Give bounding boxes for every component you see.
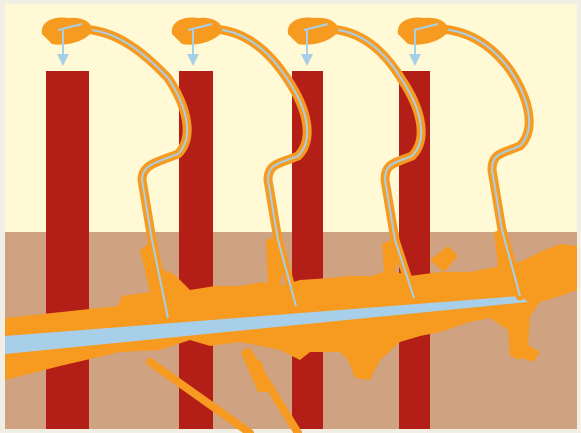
sky-background <box>5 4 577 232</box>
pole-1 <box>46 71 89 429</box>
pole-4 <box>399 71 430 429</box>
